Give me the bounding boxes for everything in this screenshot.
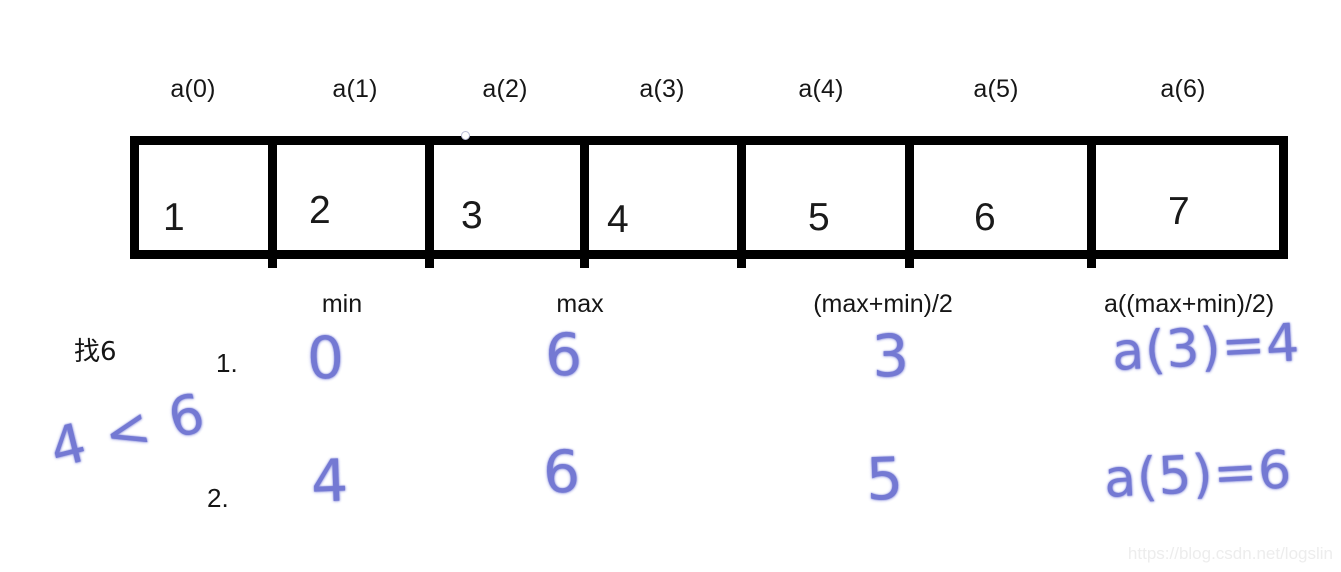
array-index-label-3: a(3) <box>639 75 685 103</box>
table-header-min: min <box>321 290 363 318</box>
ink-probe-row-1: a(3)=4 <box>1110 313 1302 383</box>
table-header-mid: (max+min)/2 <box>813 290 953 318</box>
cell-divider-2-3 <box>580 145 589 268</box>
array-index-label-2: a(2) <box>482 75 528 103</box>
cell-divider-5-6 <box>1087 145 1096 268</box>
table-header-probe: a((max+min)/2) <box>1104 290 1275 318</box>
ink-mid-row-2: 5 <box>864 444 905 514</box>
array-cell-value-6: 7 <box>1168 190 1190 233</box>
array-frame <box>130 136 1288 268</box>
ink-mid-row-1: 3 <box>870 321 911 391</box>
cell-divider-0-1 <box>268 145 277 268</box>
array-index-label-4: a(4) <box>798 75 844 103</box>
ink-min-row-1: 0 <box>305 323 346 393</box>
cell-divider-3-4 <box>737 145 746 268</box>
cell-divider-4-5 <box>905 145 914 268</box>
array-cell-value-4: 5 <box>808 196 830 239</box>
table-header-max: max <box>556 290 604 318</box>
array-index-label-6: a(6) <box>1160 75 1206 103</box>
ink-probe-row-2: a(5)=6 <box>1102 440 1294 510</box>
ink-max-row-2: 6 <box>541 437 582 507</box>
array-cell-value-3: 4 <box>607 198 629 241</box>
csdn-watermark: https://blog.csdn.net/logslin <box>1127 544 1333 563</box>
ink-max-row-1: 6 <box>543 320 584 390</box>
ink-comparison-annotation: 4 < 6 <box>43 380 213 481</box>
paper-speck <box>461 131 470 140</box>
step-number-2: 2. <box>207 483 229 513</box>
search-target-label: 找6 <box>74 337 117 367</box>
array-cell-value-1: 2 <box>309 189 331 232</box>
array-index-label-0: a(0) <box>170 75 216 103</box>
array-cell-value-5: 6 <box>974 196 996 239</box>
cell-divider-1-2 <box>425 145 434 268</box>
array-index-label-1: a(1) <box>332 75 378 103</box>
step-number-1: 1. <box>216 348 238 378</box>
array-index-label-5: a(5) <box>973 75 1019 103</box>
array-cell-value-2: 3 <box>461 194 483 237</box>
array-cell-value-0: 1 <box>163 196 185 239</box>
ink-min-row-2: 4 <box>309 446 350 516</box>
